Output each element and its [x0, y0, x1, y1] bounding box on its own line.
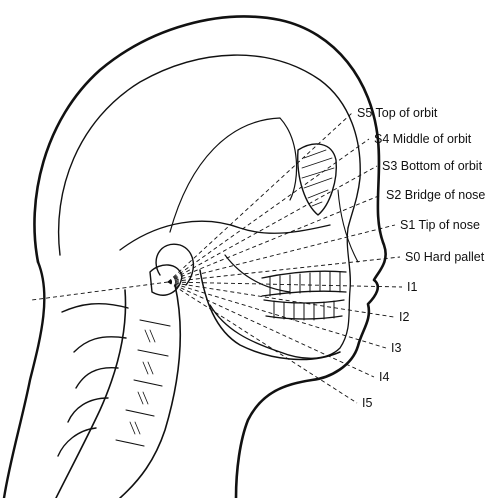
neck-back-outline	[2, 260, 46, 498]
beam-lines	[167, 112, 403, 404]
mandible	[199, 269, 341, 361]
label-s5: S5 Top of orbit	[357, 106, 438, 120]
label-i1: I1	[407, 280, 417, 294]
label-s1: S1 Tip of nose	[400, 218, 480, 232]
ray-s0	[167, 256, 401, 283]
cranial-inner	[169, 117, 298, 233]
lower-teeth	[263, 299, 345, 321]
head-outline	[33, 15, 387, 498]
ray-s4	[167, 138, 370, 283]
ray-i3	[167, 281, 387, 349]
ray-s5	[167, 112, 353, 283]
label-s2: S2 Bridge of nose	[386, 188, 485, 202]
beam-labels: S5 Top of orbit S4 Middle of orbit S3 Bo…	[357, 106, 485, 410]
cervical-spine	[55, 284, 181, 498]
label-i2: I2	[399, 310, 409, 324]
mandible-inner	[224, 254, 291, 293]
ray-i2	[167, 281, 395, 318]
orbit-shading	[301, 149, 335, 207]
ray-i4	[167, 281, 375, 378]
nasal-line	[337, 189, 359, 263]
face-bone-profile	[209, 227, 352, 359]
label-i4: I4	[379, 370, 389, 384]
ear-region	[155, 243, 195, 286]
label-s3: S3 Bottom of orbit	[382, 159, 483, 173]
orbit	[297, 143, 337, 216]
label-i3: I3	[391, 341, 401, 355]
ray-s2	[167, 194, 382, 283]
upper-teeth	[261, 270, 347, 297]
label-s0: S0 Hard pallet	[405, 250, 485, 264]
posterior-extension-line	[31, 281, 169, 301]
ray-s3	[167, 165, 378, 283]
ray-i5	[167, 281, 358, 404]
label-i5: I5	[362, 396, 372, 410]
label-s4: S4 Middle of orbit	[374, 132, 472, 146]
skull-contour	[57, 54, 361, 256]
cranial-base	[119, 220, 331, 251]
